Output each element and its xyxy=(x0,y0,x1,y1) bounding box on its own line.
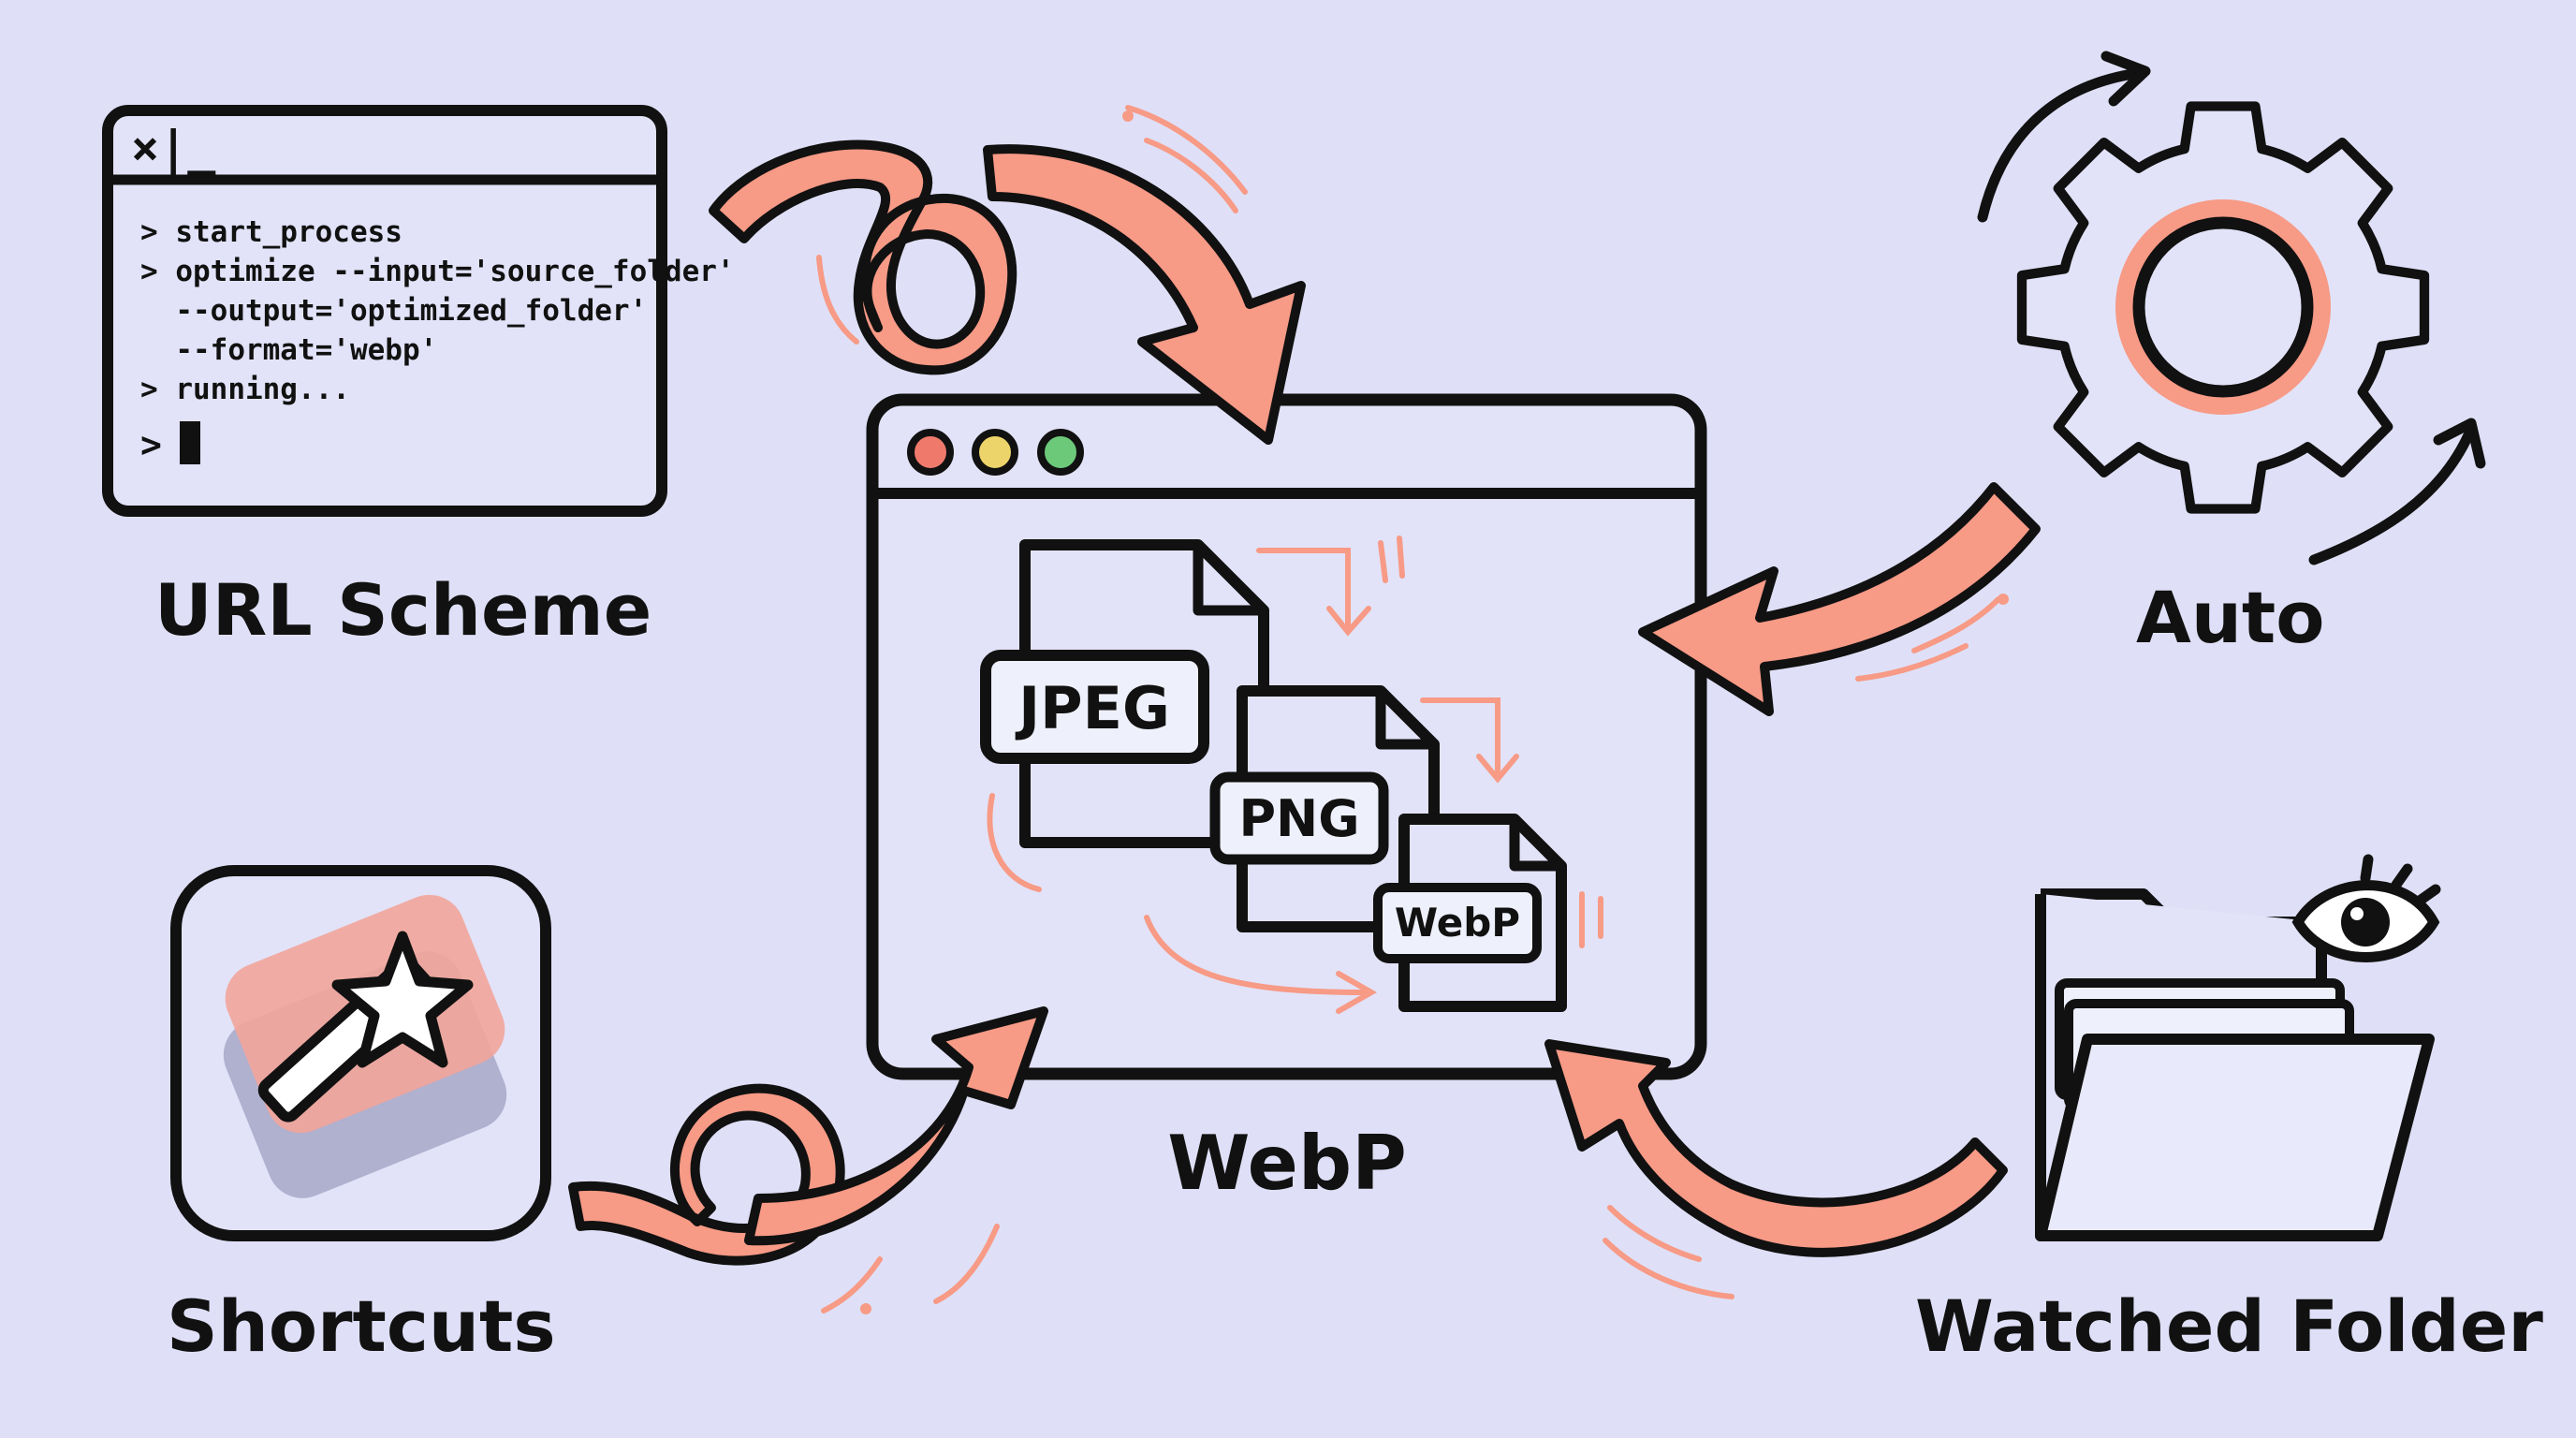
png-tag: PNG xyxy=(1209,771,1389,865)
conversion-arrows xyxy=(987,536,1603,1014)
terminal-line: --output='optimized_folder' xyxy=(140,294,647,328)
arrow-watched-folder-to-center xyxy=(1544,1039,2008,1299)
jpeg-tag-label: JPEG xyxy=(1015,674,1170,742)
terminal-line: > start_process xyxy=(140,215,402,249)
url-scheme-label: URL Scheme xyxy=(154,568,651,652)
terminal-line: > optimize --input='source_folder' xyxy=(140,255,735,288)
terminal-cursor xyxy=(180,421,200,464)
folder-eye-icon xyxy=(2035,854,2441,1241)
auto-label: Auto xyxy=(2136,576,2324,659)
arrow-url-scheme-to-center xyxy=(709,105,1306,445)
window-maximize-dot xyxy=(1037,429,1084,476)
shortcuts-label: Shortcuts xyxy=(167,1284,556,1368)
webp-tag: WebP xyxy=(1373,883,1542,963)
magic-wand-icon xyxy=(170,865,551,1241)
terminal-title: ×|_ xyxy=(131,121,216,175)
jpeg-tag: JPEG xyxy=(980,650,1209,764)
watched-folder-label: Watched Folder xyxy=(1915,1284,2543,1368)
webp-center-label: WebP xyxy=(1167,1120,1407,1207)
terminal-line: > xyxy=(140,424,162,465)
arrow-auto-to-center xyxy=(1638,482,2041,716)
terminal-line: > running... xyxy=(140,373,350,406)
webp-tag-label: WebP xyxy=(1395,900,1520,946)
window-minimize-dot xyxy=(972,429,1018,476)
terminal-icon: ×|_ > start_process > optimize --input='… xyxy=(102,105,735,517)
gear-icon xyxy=(1977,51,2486,565)
png-tag-label: PNG xyxy=(1238,789,1359,848)
terminal-line: --format='webp' xyxy=(140,333,437,367)
arrow-shortcuts-to-center xyxy=(568,1006,1048,1314)
window-close-dot xyxy=(907,429,954,476)
